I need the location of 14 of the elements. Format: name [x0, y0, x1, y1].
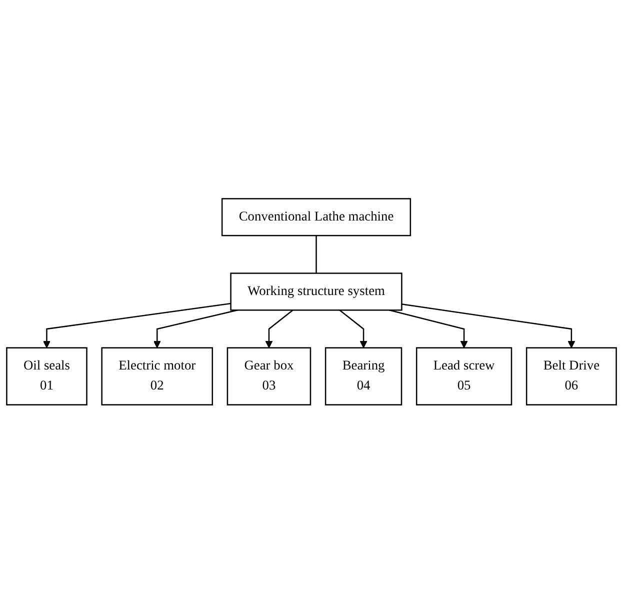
- node-box: Lead screw 05: [416, 347, 512, 406]
- node-box: Electric motor 02: [101, 347, 214, 406]
- arrow: [389, 310, 468, 348]
- node-box: Oil seals 01: [6, 347, 88, 406]
- arrow: [402, 304, 576, 348]
- node-box: Bearing 04: [324, 347, 402, 406]
- arrow: [43, 303, 231, 348]
- node-box: Gear box 03: [226, 347, 312, 406]
- node-box: Working structure system: [230, 272, 402, 311]
- node-box: Belt Drive 06: [526, 347, 617, 406]
- node-box: Conventional Lathe machine: [221, 198, 412, 236]
- arrow: [339, 310, 368, 348]
- connector: [316, 236, 317, 274]
- arrow: [265, 310, 294, 348]
